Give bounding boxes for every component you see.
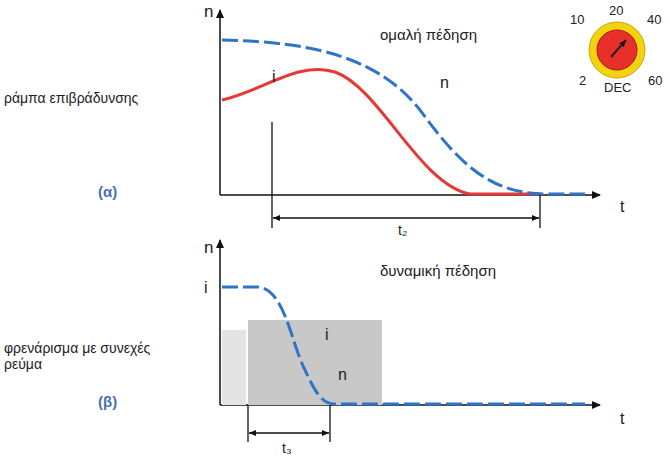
bracket-line (329, 405, 330, 442)
knob-ring (589, 22, 645, 78)
curve-label: i (272, 68, 276, 86)
axis-label: t (620, 198, 624, 216)
bracket-line (271, 122, 272, 228)
dial-number: 40 (647, 13, 661, 28)
time-label: t₂ (398, 222, 407, 238)
curve-label: n (338, 366, 347, 384)
dial-number: 10 (570, 13, 584, 28)
knob (597, 30, 637, 70)
current-block (222, 330, 246, 405)
chart-title: ομαλή πέδηση (380, 26, 477, 43)
axis-label: n (204, 238, 213, 258)
y-axis (219, 10, 221, 195)
current-curve (222, 69, 540, 194)
chart-tag: (β) (98, 393, 117, 410)
time-arrow (249, 432, 329, 433)
axis-label: t (620, 410, 624, 428)
dial-label: DEC (604, 81, 631, 96)
y-axis (219, 240, 221, 405)
curve-label: n (440, 74, 449, 92)
dial-number: 60 (648, 74, 662, 89)
axis-label: i (204, 279, 208, 297)
bracket-line (247, 405, 248, 442)
speed-curve (222, 40, 585, 194)
curve-note: ράμπα επιβράδυνσης (4, 90, 138, 106)
axis-label: n (204, 2, 213, 22)
speed-curve (222, 287, 585, 404)
time-label: t₃ (282, 440, 292, 456)
chart-tag: (α) (98, 183, 117, 200)
knob-pointer (611, 40, 626, 57)
chart-title: δυναμική πέδηση (380, 262, 496, 279)
curve-label: i (325, 326, 329, 344)
dial-number: 20 (609, 4, 623, 19)
dial-number: 2 (579, 74, 586, 89)
time-arrow (273, 217, 539, 218)
curve-note: φρενάρισμα με συνεχές ρεύμα (4, 340, 154, 372)
bracket-line (539, 195, 540, 228)
